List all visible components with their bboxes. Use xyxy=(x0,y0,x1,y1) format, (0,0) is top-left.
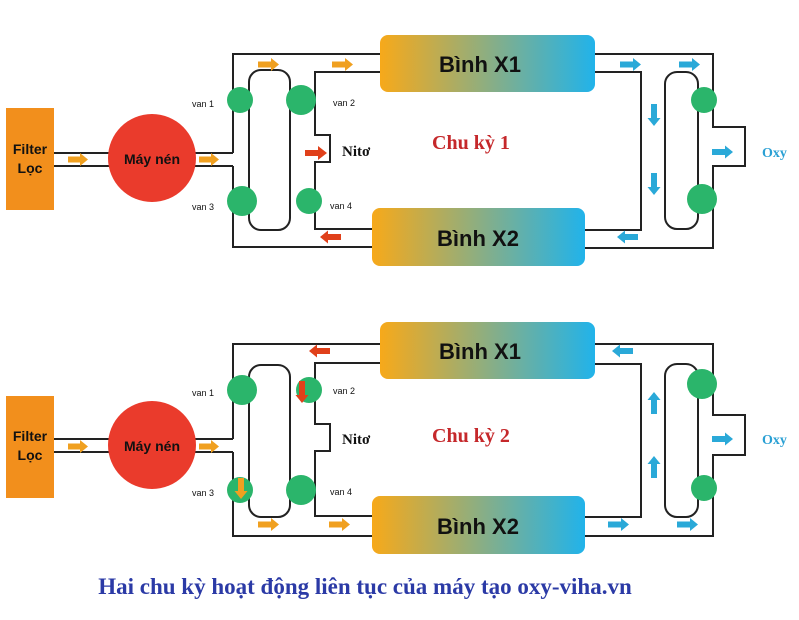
cycle-2: Bình X1 Bình X2 Filter Lọc Máy nén van 1… xyxy=(6,322,787,554)
flow-arrow-icon xyxy=(199,440,219,453)
tank-x1-label: Bình X1 xyxy=(439,339,521,364)
pipe-network-cycle-2 xyxy=(54,343,746,537)
flow-arrow-icon xyxy=(712,145,733,159)
filter-label-line2: Lọc xyxy=(18,447,43,463)
flow-arrow-icon xyxy=(199,153,219,166)
flow-arrow-icon xyxy=(258,58,279,71)
cycle-title: Chu kỳ 1 xyxy=(432,132,510,154)
valve-label-van2: van 2 xyxy=(333,98,355,108)
flow-arrow-icon xyxy=(320,230,341,244)
green-circle-valve-icon xyxy=(286,85,316,115)
flow-arrow-icon xyxy=(679,58,700,71)
green-circle-valve-icon xyxy=(691,87,717,113)
filter-box xyxy=(6,396,54,498)
flow-arrow-icon xyxy=(332,58,353,71)
green-circle-valve-icon xyxy=(227,186,257,216)
green-circle-valve-icon xyxy=(687,369,717,399)
filter-box xyxy=(6,108,54,210)
flow-arrow-icon xyxy=(647,392,661,414)
flow-arrows-cycle-2 xyxy=(68,344,733,531)
tank-x1-label: Bình X1 xyxy=(439,52,521,77)
green-circle-valve-icon xyxy=(296,188,322,214)
flow-arrow-icon xyxy=(68,153,88,166)
green-circle-valve-icon xyxy=(227,87,253,113)
nitrogen-label: Nitơ xyxy=(342,144,371,160)
tank-x1 xyxy=(380,35,595,92)
valve-label-van1: van 1 xyxy=(192,388,214,398)
flow-arrow-icon xyxy=(309,344,330,358)
flow-arrow-icon xyxy=(258,518,279,531)
flow-arrow-icon xyxy=(647,456,661,478)
compressor-label: Máy nén xyxy=(124,151,180,167)
flow-arrows-cycle-1 xyxy=(68,58,733,244)
filter-label-line1: Filter xyxy=(13,141,48,157)
flow-arrow-icon xyxy=(617,230,638,244)
nitrogen-label: Nitơ xyxy=(342,432,371,448)
flow-arrow-icon xyxy=(712,432,733,446)
flow-arrow-icon xyxy=(677,518,698,531)
compressor xyxy=(108,114,196,202)
valve-label-van1: van 1 xyxy=(192,99,214,109)
diagram-caption: Hai chu kỳ hoạt động liên tục của máy tạ… xyxy=(98,574,632,599)
flow-arrow-icon xyxy=(647,104,661,126)
green-circle-valve-icon xyxy=(691,475,717,501)
flow-arrow-icon xyxy=(305,146,327,160)
green-circle-valve-icon xyxy=(687,184,717,214)
tank-x2 xyxy=(372,496,585,554)
cycle-1: Bình X1 Bình X2 Filter Lọc Máy nén van 1… xyxy=(6,35,787,266)
oxygen-label: Oxy xyxy=(762,146,787,161)
cycle-title: Chu kỳ 2 xyxy=(432,425,510,447)
flow-arrow-icon xyxy=(68,440,88,453)
green-circle-valve-icon xyxy=(227,375,257,405)
compressor xyxy=(108,401,196,489)
green-circle-valve-icon xyxy=(286,475,316,505)
valve-label-van4: van 4 xyxy=(330,487,352,497)
compressor-label: Máy nén xyxy=(124,438,180,454)
flow-arrow-icon xyxy=(647,173,661,195)
valve-label-van4: van 4 xyxy=(330,201,352,211)
filter-label-line2: Lọc xyxy=(18,160,43,176)
flow-arrow-icon xyxy=(612,344,633,358)
tank-x2 xyxy=(372,208,585,266)
filter-label-line1: Filter xyxy=(13,428,48,444)
valve-label-van3: van 3 xyxy=(192,202,214,212)
flow-arrow-icon xyxy=(329,518,350,531)
flow-arrow-icon xyxy=(620,58,641,71)
valve-label-van3: van 3 xyxy=(192,488,214,498)
tank-x2-label: Bình X2 xyxy=(437,226,519,251)
valve-label-van2: van 2 xyxy=(333,386,355,396)
tank-x1 xyxy=(380,322,595,379)
oxygen-label: Oxy xyxy=(762,433,787,448)
tank-x2-label: Bình X2 xyxy=(437,514,519,539)
flow-arrow-icon xyxy=(608,518,629,531)
flow-arrow-icon xyxy=(295,381,309,403)
flow-arrow-icon xyxy=(234,478,248,499)
